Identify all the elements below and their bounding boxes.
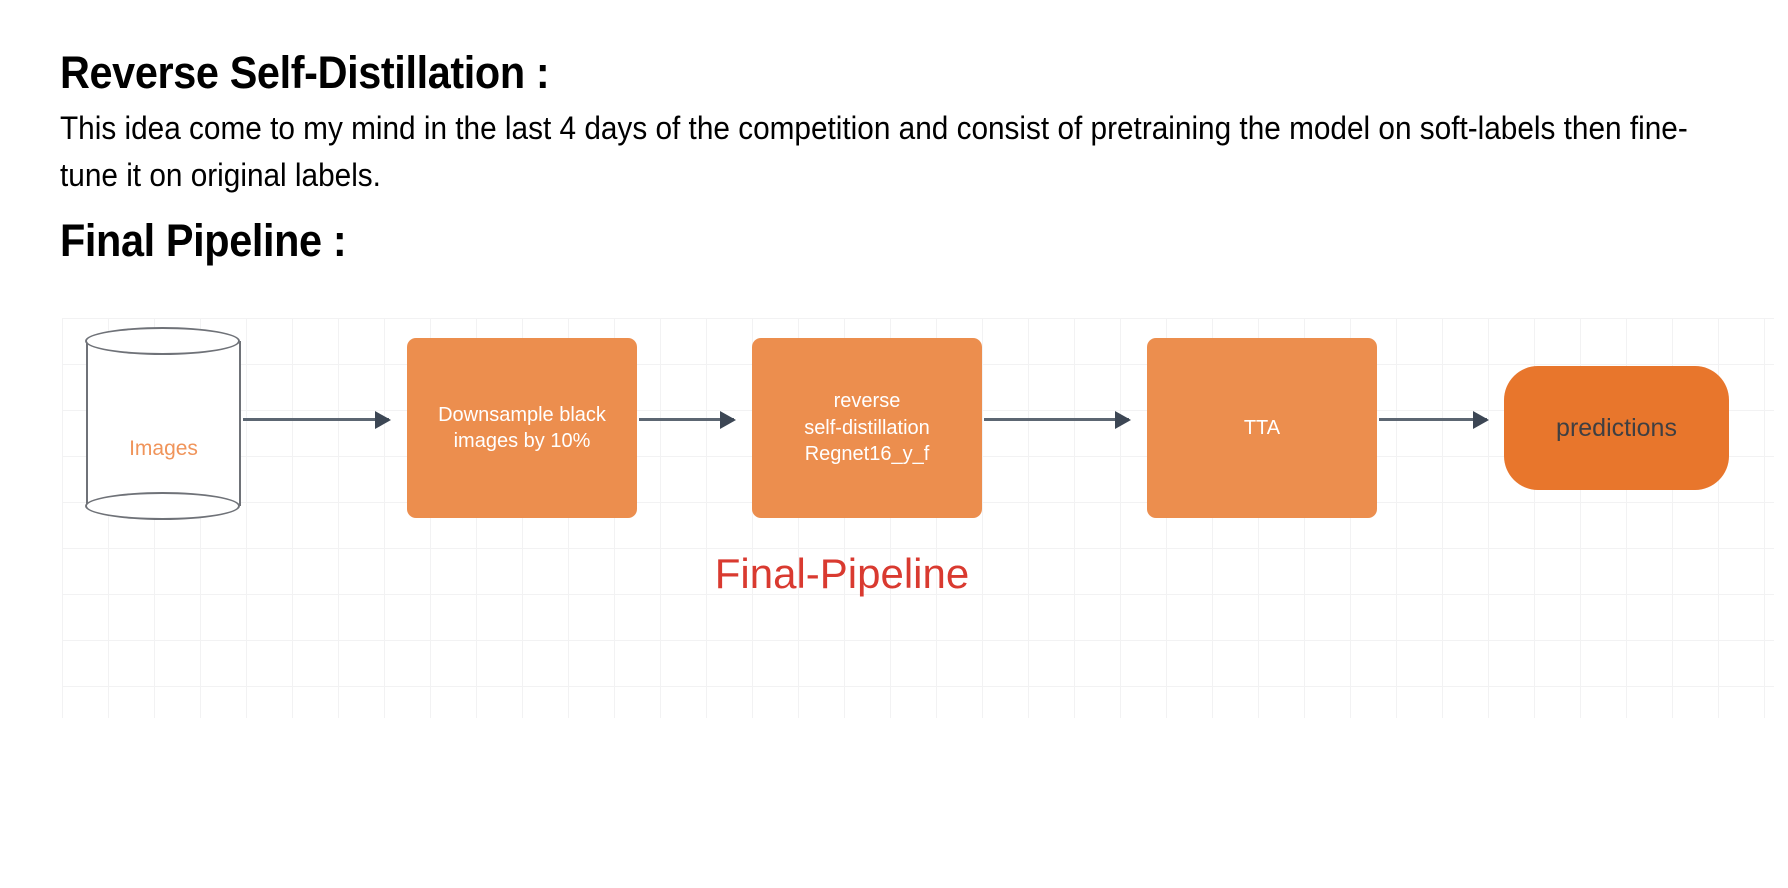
node-images-label: Images: [129, 437, 198, 460]
node-distillation-line-1: reverse: [833, 390, 901, 413]
arrow-downsample-to-distillation: [639, 418, 734, 421]
node-distillation-label-group: reverse self-distillation Regnet16_y_f: [804, 388, 930, 467]
node-downsample-label-group: Downsample black images by 10%: [438, 402, 606, 455]
cylinder-bottom-ellipse: [85, 492, 240, 520]
pipeline-diagram-canvas: Images Downsample black images by 10% re…: [62, 318, 1774, 718]
node-tta-label: TTA: [1243, 416, 1281, 439]
node-downsample-line-2: images by 10%: [453, 430, 591, 452]
page-title-final-pipeline: Final Pipeline :: [60, 214, 347, 266]
node-predictions-pill[interactable]: predictions: [1504, 366, 1729, 490]
node-images-cylinder[interactable]: Images: [85, 327, 241, 520]
page-title-reverse-self-distillation: Reverse Self-Distillation :: [60, 47, 550, 98]
cylinder-body-shape: [86, 341, 241, 506]
node-distillation-box[interactable]: reverse self-distillation Regnet16_y_f: [752, 338, 982, 518]
text-content-block: Reverse Self-Distillation : This idea co…: [60, 46, 1760, 267]
cylinder-top-ellipse: [85, 327, 240, 355]
arrow-images-to-downsample: [243, 418, 389, 421]
node-downsample-box[interactable]: Downsample black images by 10%: [407, 338, 637, 518]
diagram-caption: Final-Pipeline: [714, 550, 970, 597]
node-downsample-line-1: Downsample black: [438, 403, 606, 426]
section-paragraph: This idea come to my mind in the last 4 …: [60, 110, 1688, 194]
node-predictions-label: predictions: [1556, 413, 1677, 442]
node-distillation-line-2: self-distillation: [804, 416, 930, 439]
node-distillation-line-3: Regnet16_y_f: [804, 443, 930, 466]
node-tta-box[interactable]: TTA: [1147, 338, 1377, 518]
arrow-tta-to-predictions: [1379, 418, 1487, 421]
arrow-distillation-to-tta: [984, 418, 1129, 421]
